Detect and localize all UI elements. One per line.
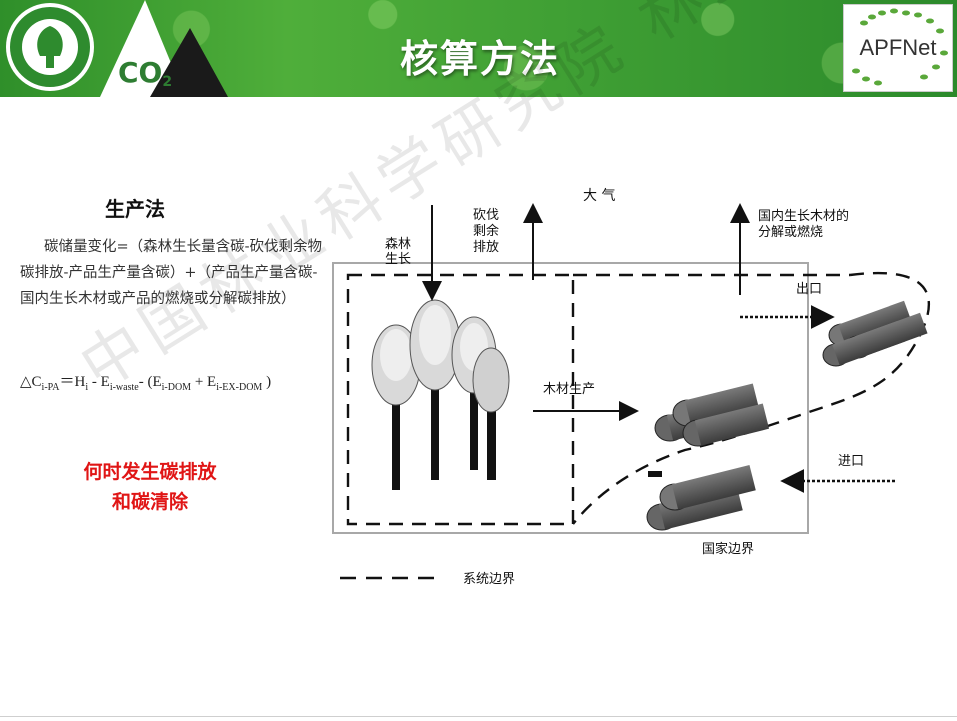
- method-description: 碳储量变化=（森林生长量含碳-砍伐剩余物碳排放-产品生产量含碳）+（产品生产量含…: [20, 239, 323, 307]
- tree-icon: [37, 26, 63, 68]
- forest-growth-label-2: 生长: [385, 252, 411, 267]
- tree-2: [409, 299, 461, 480]
- domestic-label-2: 分解或燃烧: [758, 224, 823, 240]
- carbon-formula: △Ci-PA＝Hi - Ei-waste- (Ei-DOM + Ei-EX-DO…: [20, 374, 272, 393]
- section-title: 生产法: [105, 197, 165, 221]
- system-boundary-label: 系统边界: [463, 572, 515, 587]
- harvest-label-1: 砍伐: [473, 208, 499, 223]
- domestic-label-1: 国内生长木材的: [758, 208, 849, 224]
- export-log-pile: [822, 300, 928, 367]
- import-label: 进口: [838, 454, 864, 469]
- emission-question: 何时发生碳排放 和碳清除: [40, 457, 260, 517]
- carbon-flow-diagram: 森林 生长 砍伐 剩余 排放 大 气 国内生长木材的 分解或燃烧 木材生产 出口…: [332, 188, 930, 587]
- national-border-label: 国家边界: [702, 541, 754, 557]
- tree-1: [371, 324, 421, 490]
- header-banner: CO2 核算方法 APFNet: [0, 0, 957, 97]
- forest-system-boundary: [346, 273, 575, 526]
- white-triangle-decor: [100, 0, 185, 97]
- harvest-label-3: 排放: [473, 240, 499, 255]
- apfnet-label: APFNet: [859, 35, 937, 60]
- black-triangle-decor: [150, 28, 228, 97]
- question-line-1: 何时发生碳排放: [83, 461, 217, 483]
- tree-4: [472, 347, 510, 480]
- export-label: 出口: [796, 282, 822, 297]
- academy-logo: CO2: [6, 0, 228, 97]
- import-log-pile: [646, 465, 756, 531]
- forest-growth-label-1: 森林: [385, 237, 411, 252]
- question-line-2: 和碳清除: [111, 491, 188, 513]
- footer-divider: [0, 716, 957, 717]
- apfnet-logo: APFNet: [843, 4, 953, 92]
- harvest-label-2: 剩余: [473, 223, 499, 239]
- forest-trees: [371, 299, 510, 490]
- domestic-log-pile: [654, 383, 770, 447]
- laurel-icon: [852, 8, 948, 86]
- wood-production-label: 木材生产: [543, 382, 595, 397]
- national-border-box: [332, 262, 809, 534]
- boundary-dash-mark: [648, 471, 662, 477]
- page-title: 核算方法: [399, 37, 560, 81]
- atmosphere-label: 大 气: [583, 188, 615, 204]
- co2-label: CO2: [118, 56, 172, 90]
